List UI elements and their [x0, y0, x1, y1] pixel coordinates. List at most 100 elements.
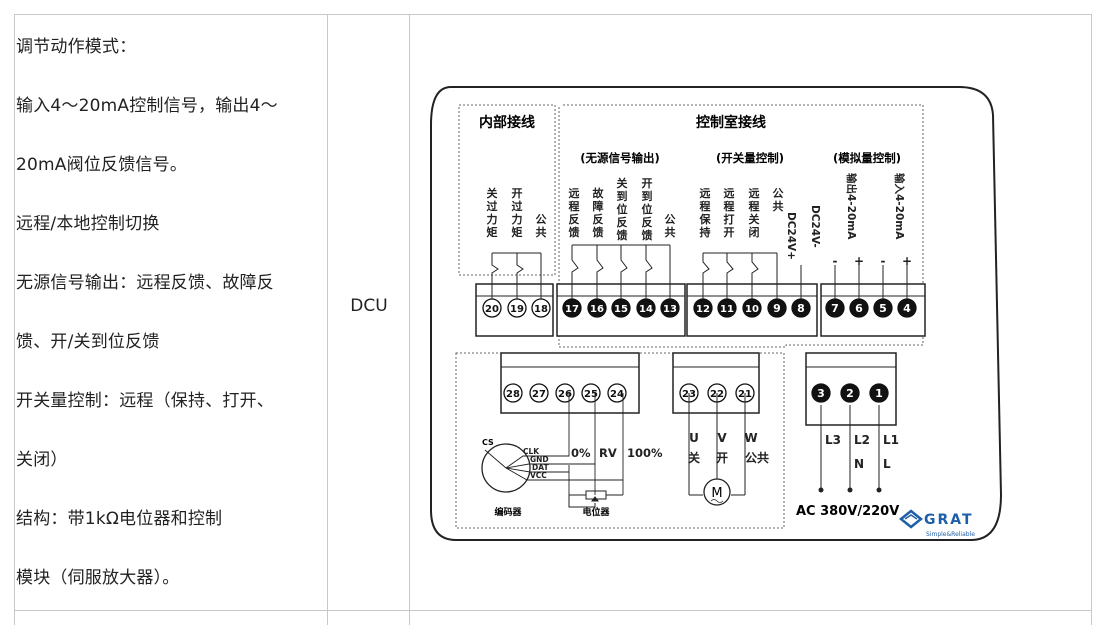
label-dc24v-positive: DC24V+	[785, 212, 797, 260]
motor-v: V	[717, 431, 727, 445]
svg-text:2: 2	[846, 387, 854, 400]
label-common-2: 公共	[665, 213, 676, 239]
terminal-9: 9	[767, 298, 787, 318]
svg-text:到: 到	[642, 189, 653, 203]
passive-output-group: (无源信号输出)	[580, 151, 660, 165]
control-room-title: 控制室接线	[696, 114, 766, 131]
svg-text:反: 反	[617, 215, 628, 229]
desc-line: 关闭）	[16, 450, 68, 470]
svg-text:反: 反	[593, 212, 604, 226]
terminal-12: 12	[693, 298, 713, 318]
terminal-number: 4	[903, 302, 911, 315]
power-l1: L1	[883, 433, 899, 447]
svg-text:程: 程	[700, 199, 711, 213]
svg-text:障: 障	[593, 199, 604, 213]
desc-line: 馈、开/关到位反馈	[16, 332, 160, 352]
terminal-number: 11	[720, 304, 734, 315]
terminal-block-encoder	[500, 352, 640, 414]
encoder-cs-label: CS	[482, 438, 494, 447]
terminal-6: 6	[849, 298, 869, 318]
terminal-1: 1	[869, 383, 889, 403]
svg-text:公: 公	[773, 187, 784, 200]
svg-text:位: 位	[642, 202, 653, 216]
terminal-2: 2	[840, 383, 860, 403]
enc-pin-dat: DAT	[532, 463, 549, 472]
polarity-sign: +	[902, 254, 912, 268]
terminal-number: 14	[639, 304, 653, 315]
terminal-27: 27	[529, 383, 549, 403]
desc-line: 结构：带1kΩ电位器和控制	[16, 509, 223, 529]
svg-text:反: 反	[642, 215, 653, 229]
terminal-number: 5	[879, 302, 887, 315]
svg-text:远: 远	[569, 187, 580, 200]
enc-pin-gnd: GND	[530, 455, 549, 464]
svg-text:远: 远	[749, 187, 760, 200]
desc-line: 20mA阀位反馈信号。	[16, 155, 188, 175]
svg-text:馈: 馈	[617, 228, 628, 242]
table-row-divider	[14, 610, 1092, 611]
svg-text:共: 共	[665, 225, 676, 239]
svg-text:开: 开	[642, 177, 653, 190]
svg-text:公: 公	[536, 213, 547, 226]
svg-text:公: 公	[665, 213, 676, 226]
terminal-number: 15	[614, 304, 628, 315]
label-input-4-20ma: 输入4-20mA	[893, 173, 906, 240]
terminal-20: 20	[482, 298, 502, 318]
motor-u: U	[689, 431, 699, 445]
internal-wiring-title: 内部接线	[479, 114, 535, 131]
terminal-number: 10	[745, 304, 759, 315]
motor-w: W	[744, 431, 757, 445]
terminal-number: 18	[534, 304, 548, 315]
svg-text:力: 力	[512, 212, 523, 226]
wiring-diagram: 内部接线 控制室接线 (无源信号输出) (开关量控制) (模拟量控制) 关过力矩…	[430, 86, 1003, 541]
label-output-4-20ma: 输出4-20mA	[845, 173, 858, 240]
svg-text:持: 持	[700, 225, 711, 239]
terminal-8: 8	[791, 298, 811, 318]
grat-logo: GRAT Simple&Reliable	[898, 509, 975, 538]
potentiometer-symbol	[568, 490, 623, 508]
svg-text:开: 开	[724, 226, 735, 239]
label-close-position-feedback: 关到位反馈	[617, 176, 628, 242]
pot-label-rv: RV	[599, 446, 617, 460]
terminal-18: 18	[531, 298, 551, 318]
table-border-right	[1091, 14, 1092, 625]
label-common-3: 公共	[773, 187, 784, 213]
power-l2: L2	[854, 433, 870, 447]
svg-text:过: 过	[512, 199, 523, 213]
terminal-26: 26	[555, 383, 575, 403]
polarity-sign: +	[854, 254, 864, 268]
svg-text:开: 开	[512, 187, 523, 200]
svg-text:到: 到	[617, 189, 628, 203]
potentiometer-label: 电位器	[582, 506, 610, 518]
motor-open: 开	[716, 451, 728, 465]
enc-pin-vcc: VCC	[530, 471, 547, 480]
motor-symbol	[703, 478, 731, 506]
polarity-sign: -	[833, 254, 838, 268]
power-supply-label: AC 380V/220V	[796, 504, 899, 519]
svg-text:共: 共	[536, 225, 547, 239]
svg-text:矩: 矩	[512, 225, 523, 239]
function-description: 调节动作模式： 输入4～20mA控制信号，输出4～ 20mA阀位反馈信号。 远程…	[16, 22, 321, 612]
brand-name: GRAT	[924, 512, 974, 528]
svg-text:25: 25	[584, 389, 598, 400]
svg-text:28: 28	[506, 389, 520, 400]
terminal-number: 16	[590, 304, 604, 315]
svg-text:程: 程	[749, 199, 760, 213]
svg-text:程: 程	[724, 199, 735, 213]
terminal-number: 13	[663, 304, 677, 315]
svg-text:矩: 矩	[487, 225, 498, 239]
terminal-16: 16	[587, 298, 607, 318]
terminal-number: 12	[696, 304, 710, 315]
terminal-25: 25	[581, 383, 601, 403]
brand-tagline: Simple&Reliable	[926, 531, 975, 538]
analog-control-group: (模拟量控制)	[833, 151, 901, 165]
terminal-7: 7	[825, 298, 845, 318]
desc-line: 输入4～20mA控制信号，输出4～	[16, 96, 278, 116]
